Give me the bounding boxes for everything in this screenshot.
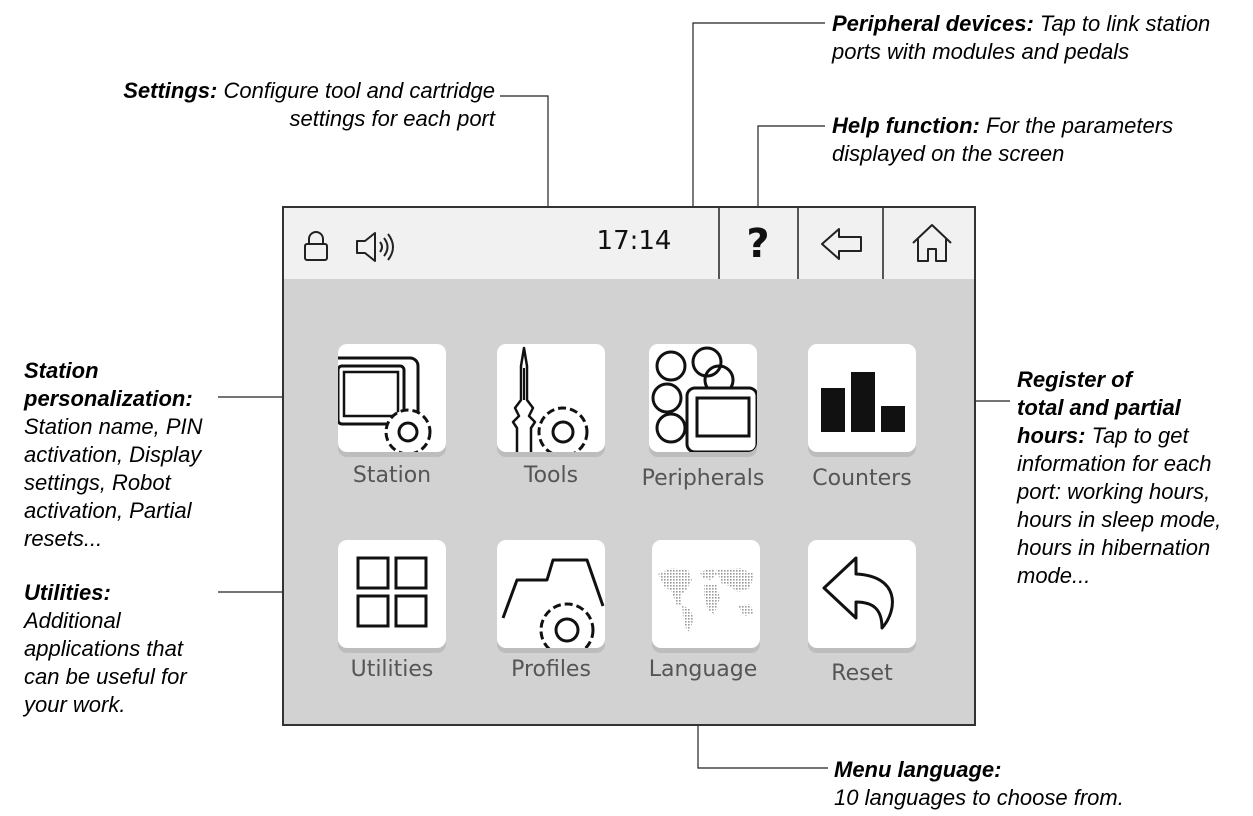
station-callout-line: Station name, PIN: [24, 414, 203, 439]
tools-tile[interactable]: [497, 344, 605, 452]
tile-label: Tools: [523, 463, 579, 488]
settings-callout-title: Settings:: [123, 78, 218, 103]
reset-icon: [822, 556, 894, 630]
register-callout-title3: hours:: [1017, 423, 1086, 448]
profiles-tile[interactable]: [497, 540, 605, 648]
register-callout-line: port: working hours,: [1017, 479, 1211, 504]
peripheral-callout-title: Peripheral devices:: [832, 11, 1034, 36]
back-arrow-icon[interactable]: [819, 224, 865, 269]
station-callout-title1: Station: [24, 358, 99, 383]
counters-icon: [821, 372, 905, 432]
language-tile[interactable]: [652, 540, 760, 648]
tools-icon: [511, 346, 589, 452]
tile-label: Utilities: [350, 657, 434, 682]
register-callout-line: hours in hibernation: [1017, 535, 1211, 560]
peripherals-icon: [651, 346, 757, 452]
station-callout-line: activation, Partial: [24, 498, 192, 523]
help-callout-text1: For the parameters: [979, 113, 1174, 138]
station-icon: [338, 356, 432, 452]
utilities-callout-line: your work.: [24, 692, 126, 717]
register-callout-title1: Register of: [1017, 367, 1132, 392]
settings-callout-text1: Configure tool and cartridge: [217, 78, 495, 103]
tile-label: Profiles: [511, 657, 591, 682]
station-callout-title2: personalization:: [24, 386, 193, 411]
settings-callout: Settings: Configure tool and cartridge s…: [60, 77, 495, 133]
station-callout-line: resets...: [24, 526, 103, 551]
station-callout-line: settings, Robot: [24, 470, 171, 495]
help-leader: [757, 125, 825, 218]
register-callout-text3: Tap to get: [1085, 423, 1189, 448]
counters-tile[interactable]: [808, 344, 916, 452]
peripherals-tile[interactable]: [649, 344, 757, 452]
world-map-icon: [658, 568, 754, 632]
peripheral-callout-text2: ports with modules and pedals: [832, 39, 1130, 64]
register-callout: Register of total and partial hours: Tap…: [1017, 366, 1252, 590]
peripheral-callout: Peripheral devices: Tap to link station …: [832, 10, 1252, 66]
lock-icon[interactable]: [302, 230, 330, 267]
speaker-icon[interactable]: [354, 230, 398, 269]
station-callout-line: activation, Display: [24, 442, 202, 467]
clock: 17:14: [596, 226, 672, 256]
station-tile[interactable]: [338, 344, 446, 452]
utilities-callout-line: Additional: [24, 608, 121, 633]
reset-tile[interactable]: [808, 540, 916, 648]
utilities-callout-line: applications that: [24, 636, 183, 661]
language-callout: Menu language: 10 languages to choose fr…: [834, 756, 1234, 812]
language-callout-text: 10 languages to choose from.: [834, 785, 1124, 810]
home-icon[interactable]: [910, 222, 954, 269]
tile-label: Counters: [812, 466, 912, 491]
help-callout-title: Help function:: [832, 113, 980, 138]
station-callout: Station personalization: Station name, P…: [24, 357, 224, 553]
peripheral-callout-text1: Tap to link station: [1033, 11, 1211, 36]
utilities-callout-line: can be useful for: [24, 664, 187, 689]
station-screen: 17:14 ? Station: [282, 206, 976, 726]
settings-callout-text2: settings for each port: [289, 106, 495, 131]
language-callout-title: Menu language:: [834, 757, 1002, 782]
separator: [797, 208, 799, 279]
utilities-callout-title: Utilities:: [24, 580, 111, 605]
register-callout-title2: total and partial: [1017, 395, 1181, 420]
utilities-icon: [356, 556, 428, 628]
utilities-tile[interactable]: [338, 540, 446, 648]
help-callout: Help function: For the parameters displa…: [832, 112, 1242, 168]
tile-label: Language: [648, 657, 758, 682]
utilities-callout: Utilities: Additional applications that …: [24, 579, 224, 719]
help-callout-text2: displayed on the screen: [832, 141, 1065, 166]
register-callout-line: mode...: [1017, 563, 1091, 588]
register-callout-line: information for each: [1017, 451, 1212, 476]
help-button[interactable]: ?: [746, 221, 770, 267]
tile-label: Station: [352, 463, 432, 488]
register-callout-line: hours in sleep mode,: [1017, 507, 1222, 532]
status-bar: 17:14 ?: [284, 208, 974, 279]
separator: [882, 208, 884, 279]
separator: [718, 208, 720, 279]
profiles-icon: [501, 558, 605, 648]
tile-label: Peripherals: [641, 466, 765, 491]
tile-label: Reset: [831, 661, 893, 686]
